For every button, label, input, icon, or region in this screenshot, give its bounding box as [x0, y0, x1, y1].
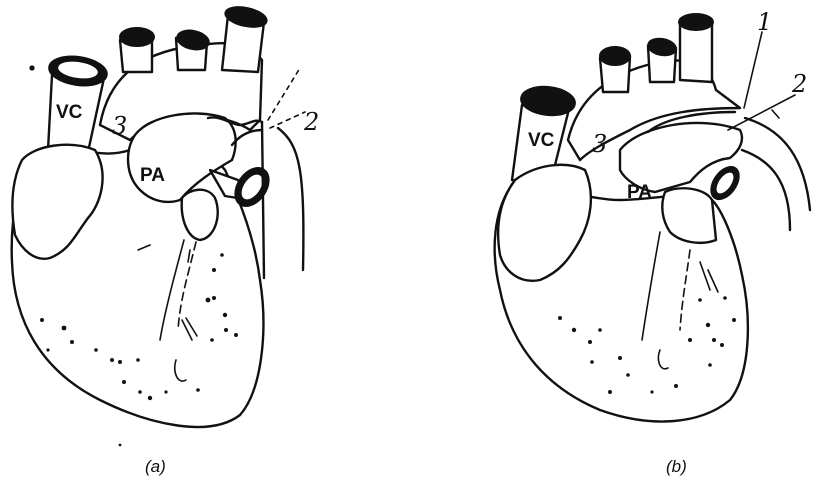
panel-b-label-vc: VC — [528, 130, 555, 151]
panel-b-marker-1: 1 — [757, 8, 772, 36]
panel-b: VC PA 3 1 2 (b) — [495, 8, 810, 476]
panel-a-caption: (a) — [145, 457, 166, 476]
panel-a-label-vc: VC — [56, 102, 83, 123]
panel-a-label-pa: PA — [140, 165, 165, 186]
panel-a-marker-2: 2 — [303, 108, 319, 136]
panel-b-label-pa: PA — [627, 182, 652, 203]
panel-b-marker-2: 2 — [791, 70, 807, 98]
panel-b-marker-3: 3 — [592, 130, 607, 158]
panel-a-marker-3: 3 — [112, 112, 127, 140]
panel-b-caption: (b) — [666, 457, 687, 476]
panel-a: VC PA 3 2 (a) — [12, 4, 320, 476]
